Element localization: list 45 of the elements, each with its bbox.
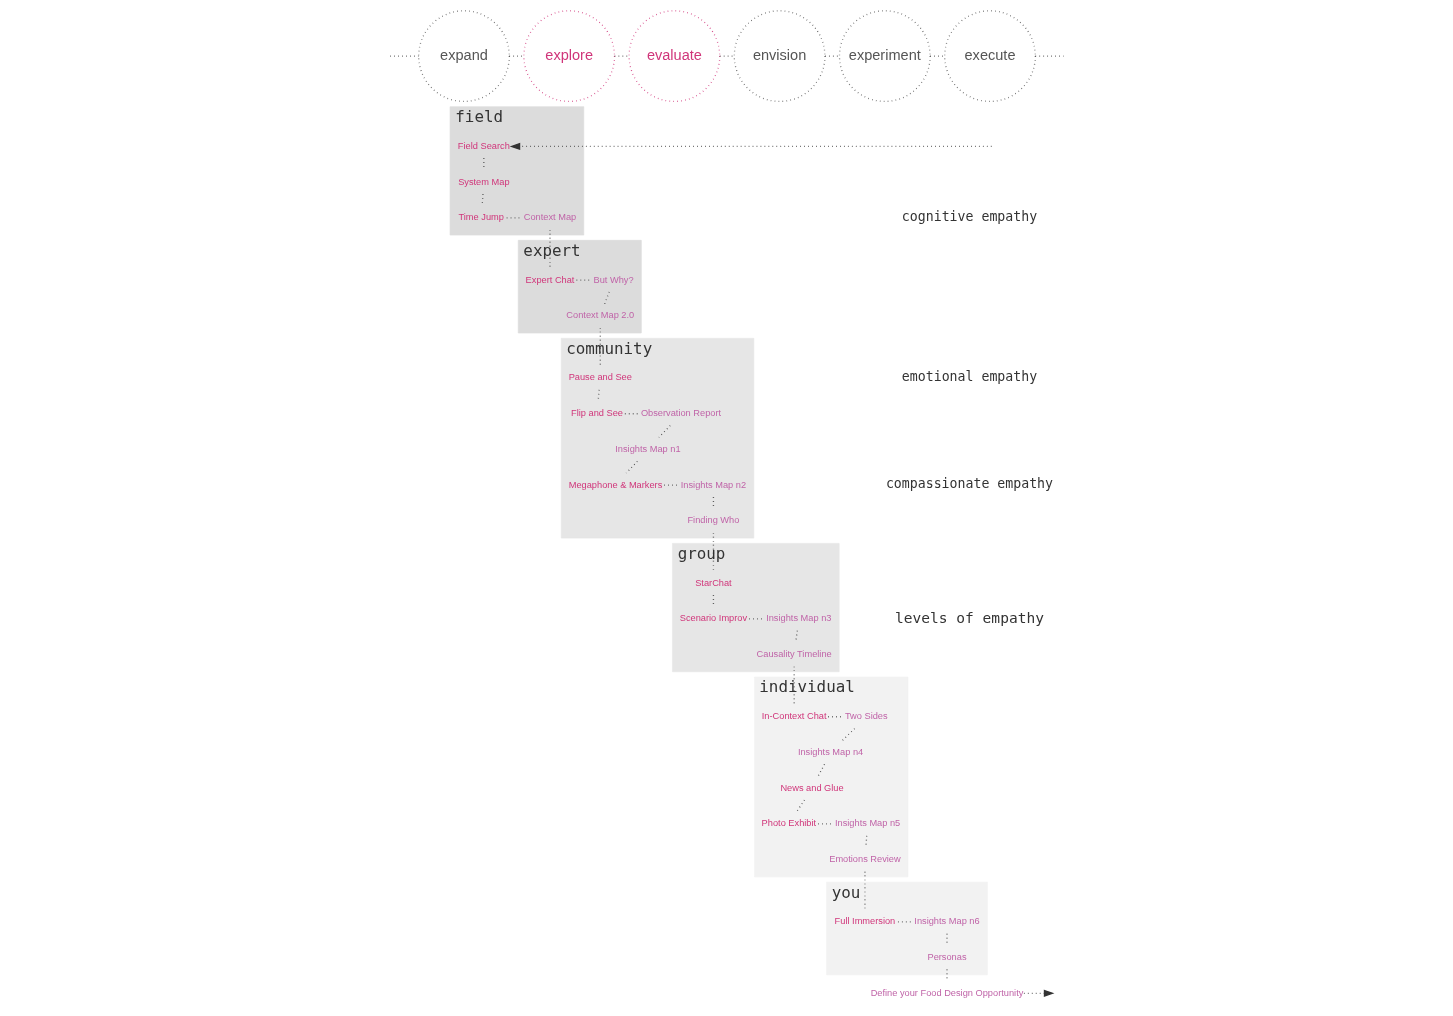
node-text: Field Search <box>457 140 510 151</box>
node-text: Emotions Review <box>828 854 901 865</box>
node-text: But Why? <box>592 274 634 285</box>
connector <box>823 55 840 57</box>
connector <box>841 728 855 742</box>
label: compassionate empathy <box>885 476 1053 492</box>
node-text: Context Map 2.0 <box>565 310 634 321</box>
node-text: System Map <box>457 176 510 187</box>
node-text: Pause and See <box>568 372 632 383</box>
node-text: In-Context Chat <box>761 711 827 722</box>
node-circle: execute <box>943 10 1036 103</box>
label: emotional empathy <box>901 369 1037 385</box>
node-text: StarChat <box>694 577 732 588</box>
node-circle: evaluate <box>627 10 720 103</box>
node-text: Insights Map n6 <box>913 916 980 927</box>
connector <box>712 532 714 572</box>
node-text: Full Immersion <box>834 916 895 927</box>
node-text: Time Jump <box>457 212 504 223</box>
node-text: Define your Food Design Opportunity <box>870 987 1023 998</box>
node-circle: experiment <box>838 10 931 103</box>
node-text: Photo Exhibit <box>761 818 816 829</box>
node-text: Personas <box>926 952 967 963</box>
node-text: Context Map <box>523 212 576 223</box>
label: levels of empathy <box>894 608 1044 626</box>
label: cognitive empathy <box>901 209 1037 225</box>
node-text: News and Glue <box>779 782 844 793</box>
node-text: Flip and See <box>570 408 623 419</box>
node-circle: expand <box>417 10 510 103</box>
node-text: Finding Who <box>686 515 739 526</box>
node-text: Insights Map n2 <box>680 479 746 490</box>
node-text: Scenario Improv <box>679 613 747 624</box>
node-text: Insights Map n3 <box>765 613 831 624</box>
node-text: Insights Map n1 <box>614 443 681 454</box>
node-text: Two Sides <box>844 711 888 722</box>
node-text: Insights Map n5 <box>834 818 900 829</box>
node-circle: explore <box>522 10 615 103</box>
connector <box>657 424 671 439</box>
node-text: Expert Chat <box>525 274 574 285</box>
connector <box>929 55 945 57</box>
node-text: Insights Map n4 <box>797 746 863 757</box>
node-text: Observation Report <box>640 408 721 419</box>
node-text: Megaphone & Markers <box>568 479 662 490</box>
node-text: Causality Timeline <box>756 649 832 660</box>
node-circle: envision <box>733 10 826 103</box>
connector <box>508 55 524 57</box>
